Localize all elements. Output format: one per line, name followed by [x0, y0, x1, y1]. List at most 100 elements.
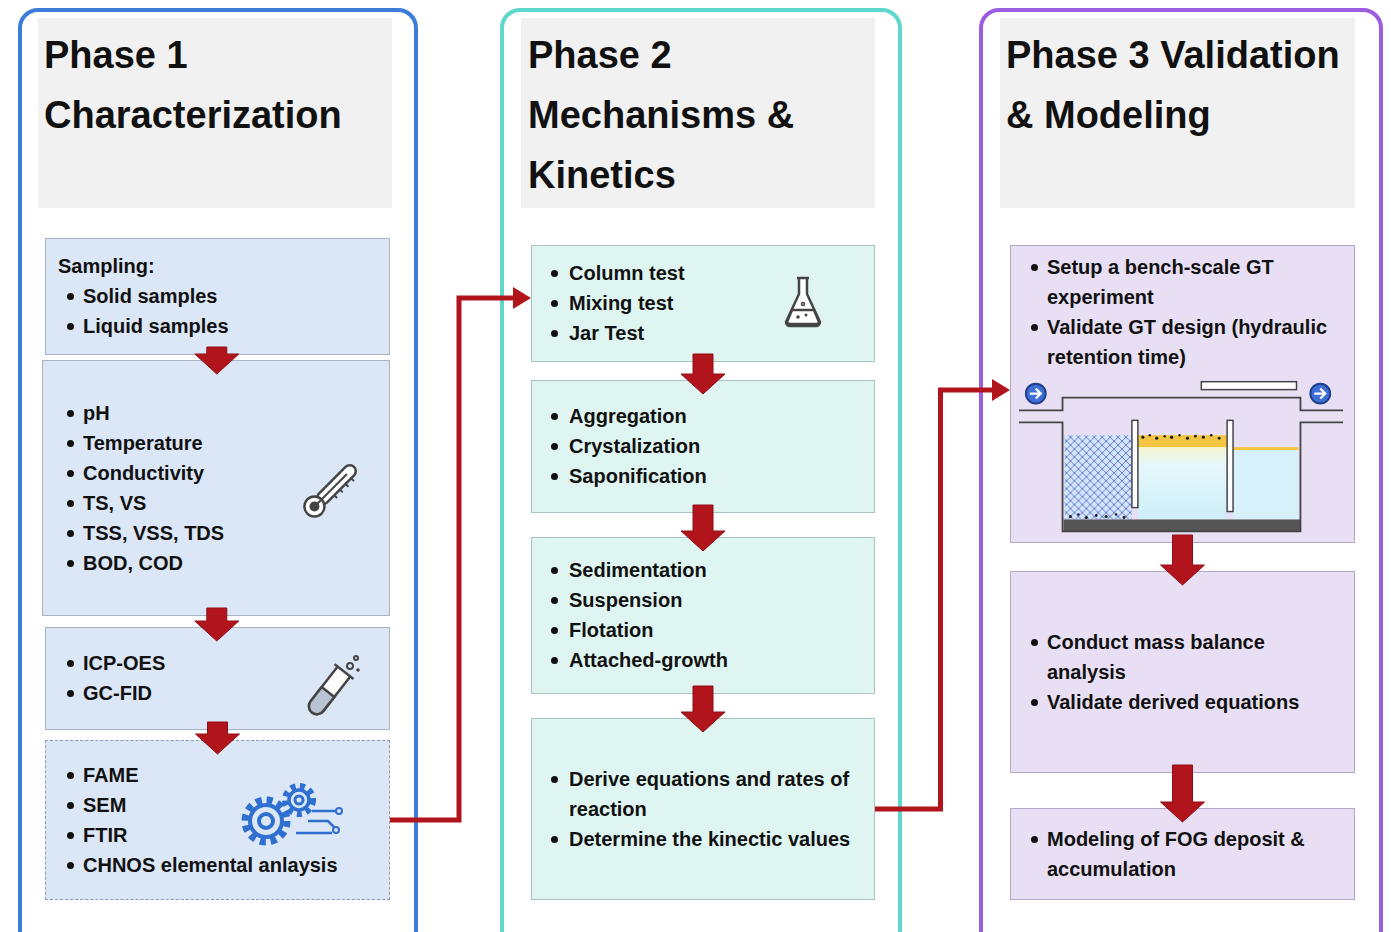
- drawing-part: [1201, 382, 1296, 390]
- drawing-part: [285, 786, 313, 814]
- flow-arrow: [1161, 765, 1205, 822]
- drawing-part: [356, 668, 360, 672]
- bullet-dot: [1031, 699, 1038, 706]
- flow-arrow: [1161, 535, 1205, 585]
- drawing-part: [1141, 436, 1144, 439]
- arrow-line: [390, 298, 515, 820]
- drawing-part: [1178, 434, 1180, 436]
- step-item: Mixing test: [569, 288, 673, 318]
- drawing-part: Sampling:Solid samplesLiquid samples: [46, 251, 389, 341]
- panel-header: Phase 1 Characterization: [38, 18, 392, 208]
- drawing-part: CHNOS elemental anlaysis: [46, 850, 389, 880]
- phase-panel: Phase 1 CharacterizationSampling:Solid s…: [18, 8, 418, 932]
- drawing-part: [1148, 434, 1151, 437]
- step-item: Attached-growth: [569, 645, 728, 675]
- bullet-dot: [551, 836, 558, 843]
- arrow-shape: [195, 347, 239, 374]
- bullet-dot: [551, 413, 558, 420]
- bullet-dot: [67, 470, 74, 477]
- step-item: Sampling:: [58, 251, 155, 281]
- step-box: Derive equations and rates of reactionDe…: [531, 718, 875, 900]
- bullet-dot: [1031, 836, 1038, 843]
- step-box: ICP-OESGC-FID: [45, 627, 390, 730]
- step-item: Derive equations and rates of reaction: [569, 764, 866, 824]
- step-item: Liquid samples: [83, 311, 229, 341]
- drawing-part: [347, 663, 353, 669]
- step-box: Modeling of FOG deposit & accumulation: [1010, 808, 1355, 900]
- drawing-part: Conduct mass balance analysis: [1011, 627, 1354, 687]
- drawing-part: pH: [43, 398, 389, 428]
- drawing-part: Validate derived equations: [1011, 687, 1354, 717]
- step-item: Conduct mass balance analysis: [1047, 627, 1346, 687]
- bullet-dot: [67, 560, 74, 567]
- step-box: AggregationCrystalizationSaponification: [531, 380, 875, 513]
- drawing-part: [1233, 447, 1298, 450]
- drawing-part: [1030, 389, 1041, 399]
- bullet-dot: [551, 627, 558, 634]
- thermometer-icon: [295, 453, 365, 529]
- step-item: Conductivity: [83, 458, 204, 488]
- grease-trap-illustration: [1011, 377, 1353, 542]
- drawing-part: Column testMixing testJar Test: [532, 258, 874, 348]
- step-item: Modeling of FOG deposit & accumulation: [1047, 824, 1346, 884]
- bullet-dot: [67, 410, 74, 417]
- drawing-part: [786, 278, 820, 326]
- drawing-part: [787, 310, 819, 324]
- step-item: Determine the kinectic values: [569, 824, 850, 854]
- step-item: Temperature: [83, 428, 203, 458]
- bullet-dot: [67, 772, 74, 779]
- bullet-dot: [551, 567, 558, 574]
- bullet-dot: [67, 690, 74, 697]
- drawing-part: [306, 667, 351, 718]
- drawing-part: Setup a bench-scale GT experiment: [1011, 252, 1354, 312]
- drawing-part: [786, 278, 820, 326]
- drawing-part: Sampling:: [46, 251, 389, 281]
- drawing-part: Jar Test: [532, 318, 874, 348]
- drawing-part: [1069, 515, 1072, 518]
- drawing-part: [1026, 384, 1046, 404]
- phase-panel: Phase 3 Validation & ModelingSetup a ben…: [979, 8, 1383, 932]
- drawing-part: Validate GT design (hydraulic retention …: [1011, 312, 1354, 372]
- drawing-part: [1138, 435, 1227, 447]
- drawing-part: [336, 808, 342, 814]
- drawing-part: [306, 687, 335, 717]
- phase-title: Phase 2 Mechanisms & Kinetics: [528, 25, 868, 205]
- step-item: Suspension: [569, 585, 682, 615]
- drawing-part: Sedimentation: [532, 555, 874, 585]
- drawing-part: [296, 832, 332, 835]
- step-item: TSS, VSS, TDS: [83, 518, 224, 548]
- flow-arrow: [681, 354, 725, 394]
- drawing-part: Suspension: [532, 585, 874, 615]
- drawing-part: [1227, 420, 1233, 511]
- drawing-part: Modeling of FOG deposit & accumulation: [1011, 824, 1354, 884]
- drawing-part: [805, 314, 808, 317]
- drawing-part: [351, 478, 354, 481]
- phase-panel: Phase 2 Mechanisms & KineticsColumn test…: [500, 8, 902, 932]
- drawing-part: Modeling of FOG deposit & accumulation: [1011, 824, 1354, 884]
- drawing-part: [1019, 422, 1343, 531]
- drawing-part: [1064, 519, 1301, 531]
- step-item: Column test: [569, 258, 685, 288]
- drawing-part: BOD, COD: [43, 548, 389, 578]
- drawing-part: AggregationCrystalizationSaponification: [532, 401, 874, 491]
- flow-arrow: [875, 379, 1010, 809]
- drawing-part: [1163, 435, 1166, 438]
- bullet-dot: [67, 440, 74, 447]
- step-box: FAMESEMFTIRCHNOS elemental anlaysis: [45, 740, 390, 900]
- step-box: Setup a bench-scale GT experimentValidat…: [1010, 245, 1355, 543]
- drawing-part: [334, 495, 337, 498]
- bullet-dot: [67, 530, 74, 537]
- bullet-dot: [551, 473, 558, 480]
- flow-arrow: [195, 608, 239, 641]
- bullet-dot: [67, 293, 74, 300]
- arrow-shape: [195, 608, 239, 641]
- step-item: Validate derived equations: [1047, 687, 1299, 717]
- drawing-part: Conduct mass balance analysisValidate de…: [1011, 627, 1354, 717]
- step-item: GC-FID: [83, 678, 152, 708]
- bullet-dot: [67, 323, 74, 330]
- bullet-dot: [551, 597, 558, 604]
- panel-header: Phase 2 Mechanisms & Kinetics: [521, 18, 875, 208]
- step-box: pHTemperatureConductivityTS, VSTSS, VSS,…: [42, 360, 390, 616]
- drawing-part: [354, 656, 358, 660]
- drawing-part: Setup a bench-scale GT experimentValidat…: [1011, 252, 1354, 372]
